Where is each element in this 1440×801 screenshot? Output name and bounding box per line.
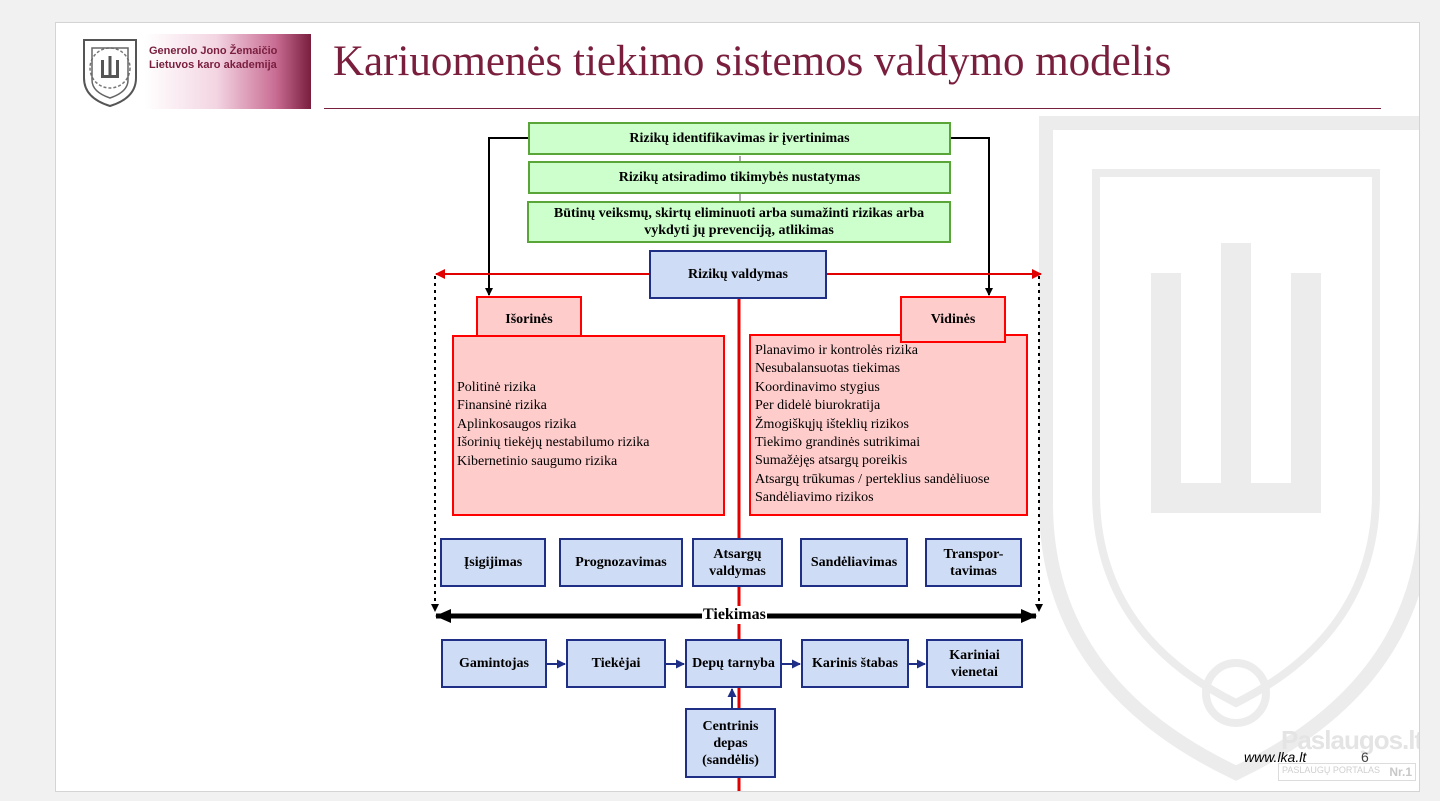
page-number: 6 <box>1361 749 1369 765</box>
watermark-nr: Nr.1 <box>1389 765 1412 779</box>
external-risk-item: Aplinkosaugos rizika <box>457 416 577 432</box>
external-risks-list: Politinė rizika Finansinė rizika Aplinko… <box>452 335 725 516</box>
slide: Generolo Jono Žemaičio Lietuvos karo aka… <box>55 22 1420 792</box>
academy-shield-icon <box>83 39 137 108</box>
footer-url: www.lka.lt <box>1244 749 1307 765</box>
watermark-portal: PASLAUGŲ PORTALAS Nr.1 <box>1278 763 1416 781</box>
internal-risk-item: Koordinavimo stygius <box>755 379 880 395</box>
chain-depot-service: Depų tarnyba <box>685 639 782 688</box>
function-inventory-management: Atsargų valdymas <box>692 538 783 587</box>
internal-risk-item: Nesubalansuotas tiekimas <box>755 361 901 377</box>
risk-step-probability: Rizikų atsiradimo tikimybės nustatymas <box>528 161 951 194</box>
external-risk-item: Kibernetinio saugumo rizika <box>457 453 618 469</box>
internal-risk-item: Atsargų trūkumas / perteklius sandėliuos… <box>755 471 990 487</box>
internal-risk-item: Planavimo ir kontrolės rizika <box>755 343 918 358</box>
function-acquisition: Įsigijimas <box>440 538 546 587</box>
external-risk-item: Finansinė rizika <box>457 398 547 414</box>
external-risk-item: Politinė rizika <box>457 380 536 395</box>
logo-line-1: Generolo Jono Žemaičio <box>149 45 278 57</box>
academy-watermark-emblem <box>1039 116 1419 781</box>
function-forecasting: Prognozavimas <box>559 538 683 587</box>
risk-management-box: Rizikų valdymas <box>649 250 827 299</box>
risk-step-actions: Būtinų veiksmų, skirtų eliminuoti arba s… <box>527 201 951 243</box>
watermark-brand: Paslaugos.lt <box>1281 725 1420 755</box>
function-transportation: Transpor-tavimas <box>925 538 1022 587</box>
internal-risk-item: Per didelė biurokratija <box>755 398 881 414</box>
title-divider <box>324 108 1381 109</box>
internal-risks-list: Planavimo ir kontrolės rizika Nesubalans… <box>749 334 1028 516</box>
central-depot: Centrinis depas (sandėlis) <box>685 708 776 778</box>
slide-title: Kariuomenės tiekimo sistemos valdymo mod… <box>333 38 1172 85</box>
supply-label: Tiekimas <box>702 606 767 624</box>
risk-step-identification: Rizikų identifikavimas ir įvertinimas <box>528 122 951 155</box>
watermark-sub: PASLAUGŲ PORTALAS <box>1282 765 1381 775</box>
internal-risk-item: Žmogiškųjų išteklių rizikos <box>755 416 909 432</box>
chain-manufacturer: Gamintojas <box>441 639 547 688</box>
academy-logo-banner: Generolo Jono Žemaičio Lietuvos karo aka… <box>74 34 311 109</box>
internal-risk-item: Sumažėjęs atsargų poreikis <box>755 453 908 469</box>
chain-suppliers: Tiekėjai <box>566 639 666 688</box>
external-risk-item: Išorinių tiekėjų nestabilumo rizika <box>457 435 650 451</box>
chain-military-units: Kariniai vienetai <box>926 639 1023 688</box>
chain-military-staff: Karinis štabas <box>801 639 909 688</box>
function-warehousing: Sandėliavimas <box>800 538 908 587</box>
internal-risk-item: Tiekimo grandinės sutrikimai <box>755 435 921 451</box>
internal-risks-header: Vidinės <box>900 296 1006 343</box>
internal-risk-item: Sandėliavimo rizikos <box>755 490 874 506</box>
logo-line-2: Lietuvos karo akademija <box>149 59 277 71</box>
